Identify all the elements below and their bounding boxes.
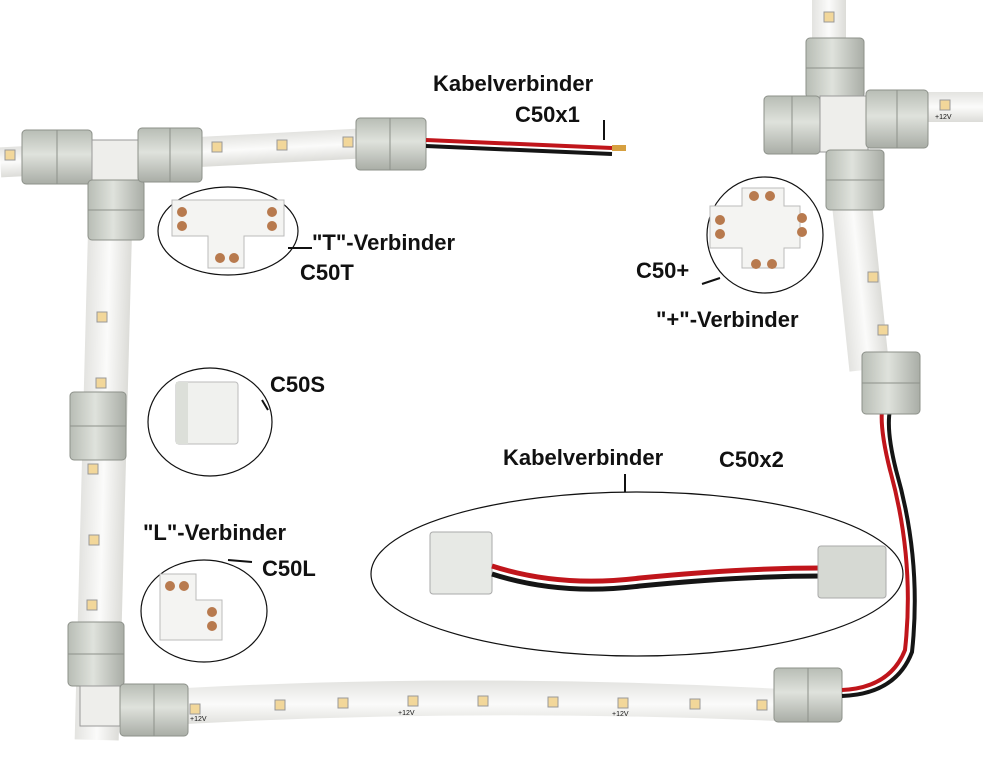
led-chip (4, 149, 16, 161)
label-t-verbinder: "T"-Verbinder (312, 230, 456, 255)
label-c50plus: C50+ (636, 258, 690, 283)
led-chip (407, 695, 419, 707)
label-c50l: C50L (262, 556, 316, 581)
left-strip-straight-connector (69, 391, 127, 461)
label-kabelverbinder-c50x2: Kabelverbinder (503, 445, 664, 470)
cable-connector-c50x2-detail (370, 491, 904, 657)
led-chip (939, 99, 951, 111)
top-left-t-connector (21, 127, 203, 241)
bottom-right-connector (773, 409, 917, 723)
led-chip (88, 534, 100, 546)
led-chip (189, 703, 201, 715)
led-chip (96, 311, 108, 323)
right-strip-cable-connector (861, 351, 921, 415)
plus-connector-detail (706, 176, 824, 294)
pointer-lines (227, 120, 721, 563)
label-c50s: C50S (270, 372, 326, 397)
led-chip (211, 141, 223, 153)
led-chips (4, 11, 951, 715)
label-c50x1: C50x1 (515, 102, 580, 127)
led-chip (689, 698, 701, 710)
strip-marking: +12V (190, 716, 207, 723)
led-chip (867, 271, 879, 283)
label-kabelverbinder-top: Kabelverbinder (433, 71, 594, 96)
bottom-strip (120, 680, 800, 728)
led-chip (86, 599, 98, 611)
bottom-left-l-connector (67, 621, 189, 737)
plus-connector-on-strip (763, 37, 929, 211)
led-chip (95, 377, 107, 389)
led-chip (87, 463, 99, 475)
led-chip (274, 699, 286, 711)
led-chip (877, 324, 889, 336)
led-chip (342, 136, 354, 148)
led-chip (477, 695, 489, 707)
led-chip (823, 11, 835, 23)
led-chip (276, 139, 288, 151)
cable-connector-c50x1 (355, 117, 626, 171)
label-c50x2: C50x2 (719, 447, 784, 472)
led-chip (756, 699, 768, 711)
s-connector-detail (147, 367, 273, 477)
label-plus-verbinder: "+"-Verbinder (656, 307, 799, 332)
t-connector-detail (157, 186, 299, 276)
led-chip (617, 697, 629, 709)
strip-marking: +12V (612, 711, 629, 718)
strip-marking: +12V (935, 114, 952, 121)
led-chip (547, 696, 559, 708)
label-c50t: C50T (300, 260, 354, 285)
l-connector-detail (140, 559, 268, 663)
label-l-verbinder: "L"-Verbinder (143, 520, 287, 545)
strip-marking: +12V (398, 710, 415, 717)
led-chip (337, 697, 349, 709)
